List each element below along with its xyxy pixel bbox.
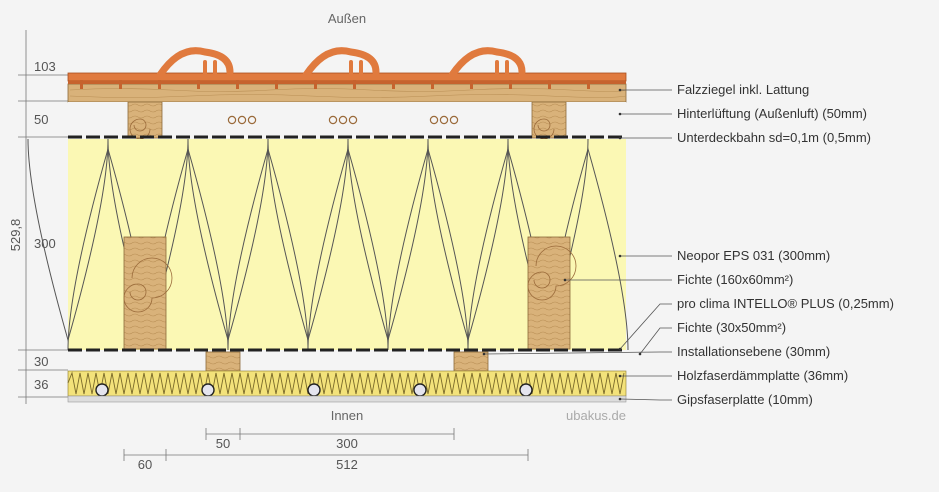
label-batten: Fichte (30x50mm²): [677, 320, 786, 335]
leader-batten: [639, 327, 672, 355]
tile-tooth: [431, 80, 434, 89]
ventilation-air-mark: [348, 115, 358, 125]
label-ventilation: Hinterlüftung (Außenluft) (50mm): [677, 106, 867, 121]
leader-dot-gypsum: [618, 397, 622, 401]
tile-tooth: [509, 80, 512, 89]
left-dimension-scale: [18, 30, 68, 404]
leader-dot-rafter: [563, 278, 567, 282]
tile-tooth: [197, 80, 200, 89]
tile-layer: [67, 47, 627, 103]
tile-tooth: [353, 80, 356, 89]
bottom-dimensions: [123, 428, 529, 461]
counter-batten-right: [531, 101, 567, 139]
dim-batten-spacing: 300: [336, 436, 358, 451]
tile-hook: [156, 47, 234, 79]
ventilation-air-mark: [439, 115, 449, 125]
installation-cable: [95, 383, 109, 397]
label-vapor: pro clima INTELLO® PLUS (0,25mm): [677, 296, 894, 311]
tile-tooth: [470, 80, 473, 89]
tile-tooth: [275, 80, 278, 89]
ventilation-air-mark: [429, 115, 439, 125]
leader-dot-woodfiber: [618, 374, 622, 378]
installation-layer: [205, 351, 489, 372]
label-gypsum: Gipsfaserplatte (10mm): [677, 392, 813, 407]
leader-dot-tiles: [618, 88, 622, 92]
ventilation-air-mark: [237, 115, 247, 125]
counter-batten-left: [127, 101, 163, 139]
tile-tooth: [392, 80, 395, 89]
ventilation-layer: [68, 101, 626, 140]
dim-rafter-width: 60: [138, 457, 152, 472]
dim-layer-tiles: 103: [34, 59, 56, 74]
leader-gypsum: [619, 398, 672, 401]
outside-label: Außen: [328, 11, 366, 26]
insulation-layer: [27, 138, 629, 351]
installation-cable: [307, 383, 321, 397]
tile-tooth: [119, 80, 122, 89]
rafter-left: [123, 236, 167, 350]
label-installation: Installationsebene (30mm): [677, 344, 830, 359]
tile-tooth: [587, 80, 590, 89]
dim-layer-installation: 30: [34, 354, 48, 369]
tile-tooth: [80, 80, 83, 89]
tile-tooth: [548, 80, 551, 89]
installation-cable: [413, 383, 427, 397]
leader-dot-vapor: [618, 347, 622, 351]
ventilation-air-mark: [449, 115, 459, 125]
dim-layer-woodfiber: 36: [34, 377, 48, 392]
tile-hook-claw: [203, 60, 217, 78]
tile-tooth: [236, 80, 239, 89]
dim-layer-ventilation: 50: [34, 112, 48, 127]
watermark: ubakus.de: [566, 408, 626, 423]
tile-hook: [302, 47, 380, 79]
leader-dot-ventilation: [618, 112, 622, 116]
batten-right: [453, 351, 489, 372]
installation-cable: [201, 383, 215, 397]
label-underlay: Unterdeckbahn sd=0,1m (0,5mm): [677, 130, 871, 145]
label-tiles: Falzziegel inkl. Lattung: [677, 82, 809, 97]
gypsum-layer: [67, 395, 627, 403]
dim-batten-width: 50: [216, 436, 230, 451]
ventilation-air-mark: [338, 115, 348, 125]
batten-left: [205, 351, 241, 372]
leader-vapor: [619, 303, 672, 350]
ventilation-air-mark: [328, 115, 338, 125]
ventilation-air-mark: [247, 115, 257, 125]
leader-dot-underlay: [618, 136, 622, 140]
label-insulation: Neopor EPS 031 (300mm): [677, 248, 830, 263]
tile-hook-claw: [349, 60, 363, 78]
dim-layer-insulation: 300: [34, 236, 56, 251]
ventilation-air-mark: [227, 115, 237, 125]
label-rafter: Fichte (160x60mm²): [677, 272, 793, 287]
dim-rafter-spacing: 512: [336, 457, 358, 472]
leader-dot-insulation: [618, 254, 622, 258]
installation-cable: [519, 383, 533, 397]
label-woodfiber: Holzfaserdämmplatte (36mm): [677, 368, 848, 383]
woodfiber-layer: [67, 370, 627, 397]
tile-hook: [448, 47, 526, 79]
inside-label: Innen: [331, 408, 364, 423]
dim-total-thickness: 529,8: [8, 219, 23, 252]
tile-hook-claw: [495, 60, 509, 78]
rafter-right: [527, 236, 571, 350]
leader-dot-installation: [482, 352, 486, 356]
leader-lines: [482, 88, 672, 401]
tile-tooth: [158, 80, 161, 89]
leader-dot-batten: [638, 352, 642, 356]
tile-tooth: [314, 80, 317, 89]
leader-installation: [483, 351, 672, 355]
